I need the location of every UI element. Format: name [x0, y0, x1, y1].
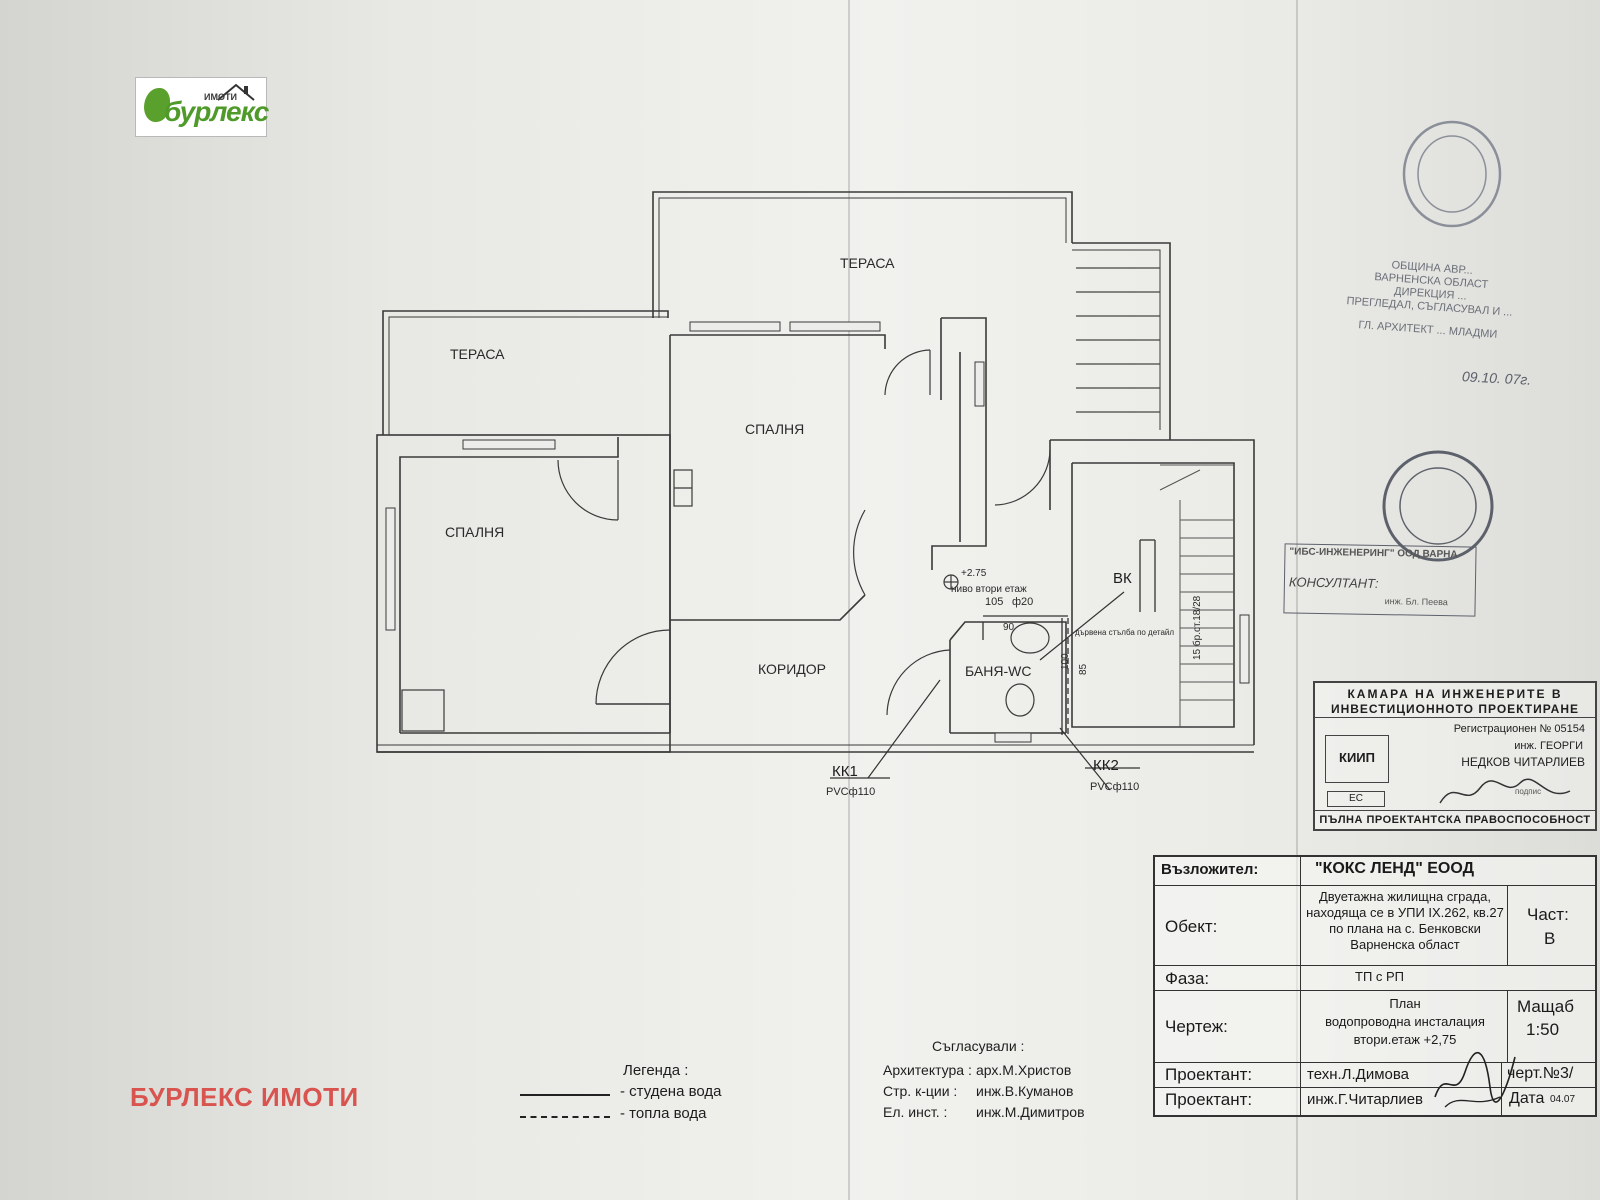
part-value: В — [1544, 929, 1556, 948]
approval-name-structures: инж.В.Куманов — [976, 1083, 1074, 1099]
drawing-label: Чертеж: — [1165, 1017, 1228, 1036]
room-label-terrace-left: ТЕРАСА — [450, 346, 505, 362]
pipe-label-phi20: ф20 — [1012, 596, 1034, 608]
kiip-stamp: КАМАРА НА ИНЖЕНЕРИТЕ В ИНВЕСТИЦИОННОТО П… — [1313, 681, 1597, 831]
kk1-pipe: PVCф110 — [826, 786, 876, 798]
room-label-terrace-top: ТЕРАСА — [840, 255, 895, 271]
client-label: Възложител: — [1161, 861, 1259, 878]
approval-name-architecture: арх.М.Христов — [976, 1062, 1072, 1078]
pipe-label-85: 85 — [1078, 663, 1089, 675]
scale-label: Мащаб — [1517, 997, 1574, 1016]
approval-role-architecture: Архитектура : — [883, 1062, 972, 1078]
legend-cold: - студена вода — [620, 1083, 722, 1100]
client-value: "КОКС ЛЕНД" ЕООД — [1315, 860, 1474, 877]
level-label: ниво втори етаж — [951, 584, 1027, 595]
municipality-stamp: ОБЩИНА АВР... ВАРНЕНСКА ОБЛАСТ ДИРЕКЦИЯ … — [1346, 259, 1513, 341]
logo-tag: ИМОТИ — [204, 92, 237, 102]
legend-hot-line — [520, 1116, 610, 1118]
kk2-pipe: PVCф110 — [1090, 781, 1140, 793]
approvals-title: Съгласували : — [932, 1038, 1025, 1054]
logo-brand: бурлекс — [164, 96, 269, 127]
sheet-number: черт.№3/ — [1507, 1065, 1574, 1082]
timber-post-note: дървена стълба по детайл — [1075, 628, 1175, 637]
pipe-label-90: 90 — [1003, 622, 1015, 633]
object-label: Обект: — [1165, 917, 1218, 936]
riser-label-vk: ВК — [1113, 570, 1132, 587]
level-mark: +2.75 — [961, 568, 987, 579]
room-label-corridor: КОРИДОР — [758, 661, 826, 677]
kiip-logo: КИИП — [1325, 735, 1389, 783]
designer-signature — [1434, 1052, 1516, 1108]
pipe-label-105: 105 — [985, 596, 1004, 608]
kk1-label: КК1 — [832, 763, 858, 780]
designer1-value: техн.Л.Димова — [1307, 1066, 1410, 1083]
legend-hot: - топла вода — [620, 1105, 707, 1122]
fold-line — [848, 0, 850, 1200]
object-value: Двуетажна жилищна сграда, находяща се в … — [1306, 889, 1504, 952]
terrace-left-outline — [382, 310, 669, 435]
phase-value: ТП с РП — [1355, 969, 1405, 984]
room-label-bedroom-left: СПАЛНЯ — [445, 524, 505, 540]
legend-title: Легенда : — [623, 1062, 689, 1079]
room-label-bathroom: БАНЯ-WC — [965, 663, 1032, 679]
designer2-value: инж.Г.Читарлиев — [1307, 1091, 1424, 1108]
engineering-round-seal — [1382, 450, 1494, 562]
kiip-signature — [1439, 778, 1571, 804]
date-label: Дата — [1509, 1090, 1545, 1107]
stair-note: 15 бр.ст.18/28 — [1192, 595, 1203, 660]
approval-role-structures: Стр. к-ции : — [883, 1083, 958, 1099]
phase-label: Фаза: — [1165, 969, 1210, 988]
scale-value: 1:50 — [1526, 1020, 1560, 1039]
approval-name-electrical: инж.М.Димитров — [976, 1104, 1085, 1120]
terrace-top-outline — [652, 191, 1073, 318]
watermark-text: БУРЛЕКС ИМОТИ — [130, 1082, 359, 1112]
title-block: Възложител: "КОКС ЛЕНД" ЕООД Обект: Двуе… — [1153, 855, 1597, 1117]
approval-role-electrical: Ел. инст. : — [883, 1104, 948, 1120]
date-value: 04.07 — [1550, 1094, 1576, 1105]
drawing-value: План водопроводна инсталация втори.етаж … — [1325, 996, 1485, 1047]
designer2-label: Проектант: — [1165, 1090, 1253, 1109]
house-roof-icon — [217, 83, 255, 101]
leaf-icon — [144, 88, 170, 122]
legend-cold-line — [520, 1094, 610, 1096]
municipality-round-seal — [1402, 120, 1502, 228]
designer1-label: Проектант: — [1165, 1065, 1253, 1084]
burleks-logo: ИМОТИ бурлекс — [135, 77, 269, 137]
room-label-bedroom-right: СПАЛНЯ — [745, 421, 805, 437]
part-label: Част: — [1527, 905, 1569, 924]
pipe-label-100: 100 — [1060, 653, 1071, 670]
consultant-stamp: "ИБС-ИНЖЕНЕРИНГ" ООД ВАРНА КОНСУЛТАНТ: и… — [1283, 543, 1477, 617]
fold-line — [1296, 0, 1298, 1200]
kk2-label: КК2 — [1093, 757, 1119, 774]
